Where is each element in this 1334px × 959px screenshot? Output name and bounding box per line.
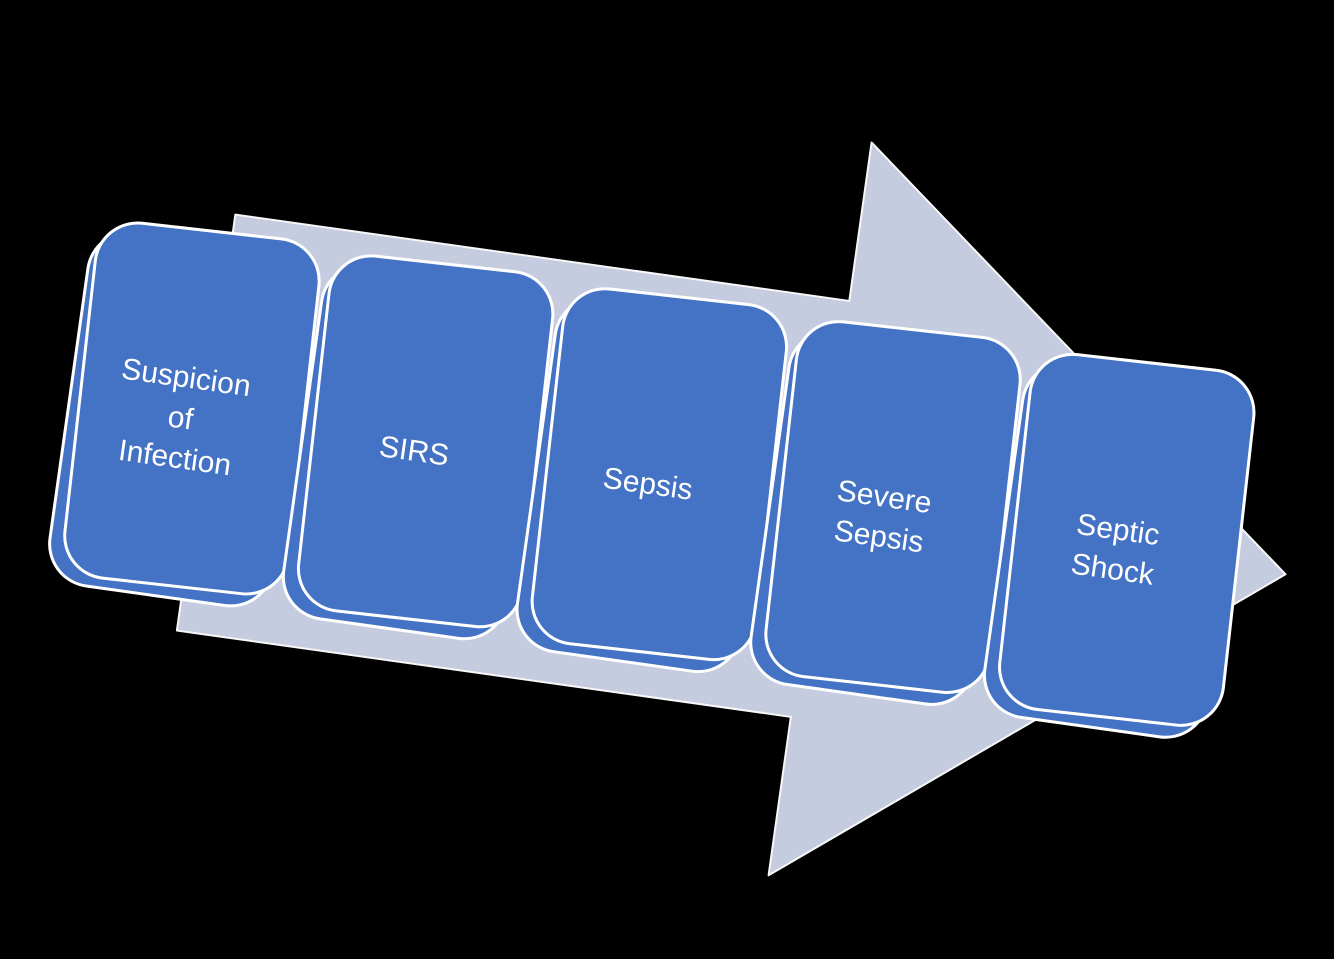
stage-label-sirs: SIRS: [377, 429, 452, 473]
stage-box-severe-sepsis: Severe Sepsis: [743, 323, 1020, 712]
stage-box-sirs: SIRS: [276, 257, 553, 646]
stage-box-sepsis: Sepsis: [509, 290, 786, 679]
stage-label-sepsis: Sepsis: [600, 461, 695, 507]
stage-box-suspicion-of-infection: Suspicion of Infection: [42, 224, 319, 614]
process-diagram: Suspicion of Infection SIRS Sepsis Sever…: [13, 37, 1334, 959]
stage-label-severe-sepsis: Severe Sepsis: [831, 473, 934, 560]
stage-label-septic-shock: Septic Shock: [1068, 507, 1162, 592]
stage-label-suspicion-of-infection: Suspicion of Infection: [116, 352, 253, 483]
stage-box-septic-shock: Septic Shock: [977, 356, 1254, 745]
